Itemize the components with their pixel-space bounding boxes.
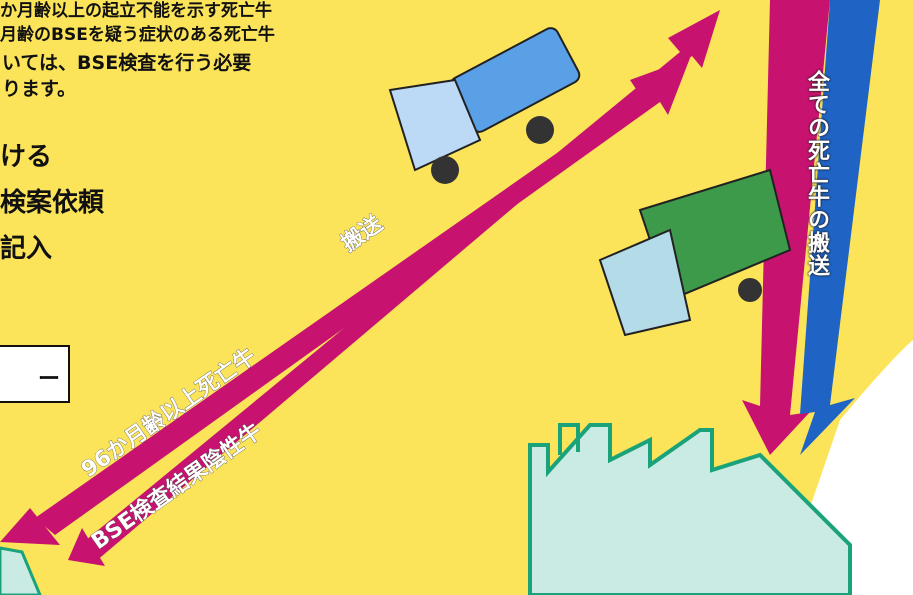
step-line-3: 記入 [0,234,53,264]
vertical-arrow-label: 全ての死亡牛の搬送 [804,70,829,277]
factory-illustration [528,423,852,595]
upper-arrow-body [35,58,690,535]
notice-line-4: ります。 [2,78,77,100]
notice-line-3: いては、BSE検査を行う必要 [2,52,252,74]
green-truck-cab [598,228,692,337]
lower-diagonal-arrow [68,10,720,566]
green-truck-wheel [738,278,762,302]
upper-arrow-left-head [0,508,60,545]
factory-chimney [558,423,580,455]
step-line-1: ける [0,142,53,172]
step-line-2: 検案依頼 [0,188,105,218]
left-building-shape [0,546,42,595]
blue-truck-illustration [388,27,581,184]
notice-line-2: 月齢のBSEを疑う症状のある死亡牛 [0,25,275,45]
notice-line-1: か月齢以上の起立不能を示す死亡牛 [0,1,272,21]
truck-wheel-rear [526,116,554,144]
lower-arrow-left-head [68,528,105,566]
truck-cab [388,78,482,172]
boxed-label: ー [0,345,70,403]
vertical-arrow [742,0,880,455]
lower-arrow-body [80,10,720,562]
upper-arrow-label-2: 搬送 [337,210,388,257]
upper-diagonal-arrow [0,58,690,545]
vertical-arrow-magenta [742,0,830,455]
truck-wheel-front [431,156,459,184]
green-truck-illustration [598,168,792,337]
vertical-arrow-blue [800,0,880,455]
factory-outline [528,423,852,595]
